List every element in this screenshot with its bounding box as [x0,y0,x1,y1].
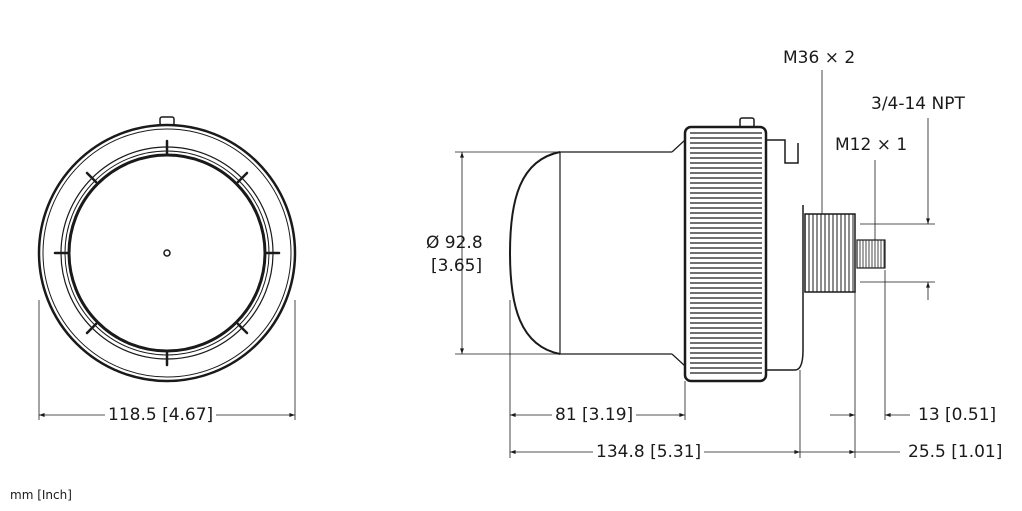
thread-m12-label: M12 × 1 [832,135,911,155]
diameter-dimension-inch: [3.65] [431,256,483,276]
thread-npt-label: 3/4-14 NPT [868,94,968,114]
thread-m36-label: M36 × 2 [780,48,859,68]
front-view [37,116,297,420]
side-view [508,117,886,383]
body-length-dimension: 81 [3.19] [552,405,637,425]
dimension-lines [39,70,935,458]
total-length-dimension: 134.8 [5.31] [593,442,705,462]
diameter-dimension: Ø 92.8 [426,233,483,253]
units-note: mm [Inch] [10,488,72,502]
front-width-dimension: 118.5 [4.67] [105,405,217,425]
thread-length-dimension: 25.5 [1.01] [905,442,1006,462]
m12-length-dimension: 13 [0.51] [915,405,1000,425]
